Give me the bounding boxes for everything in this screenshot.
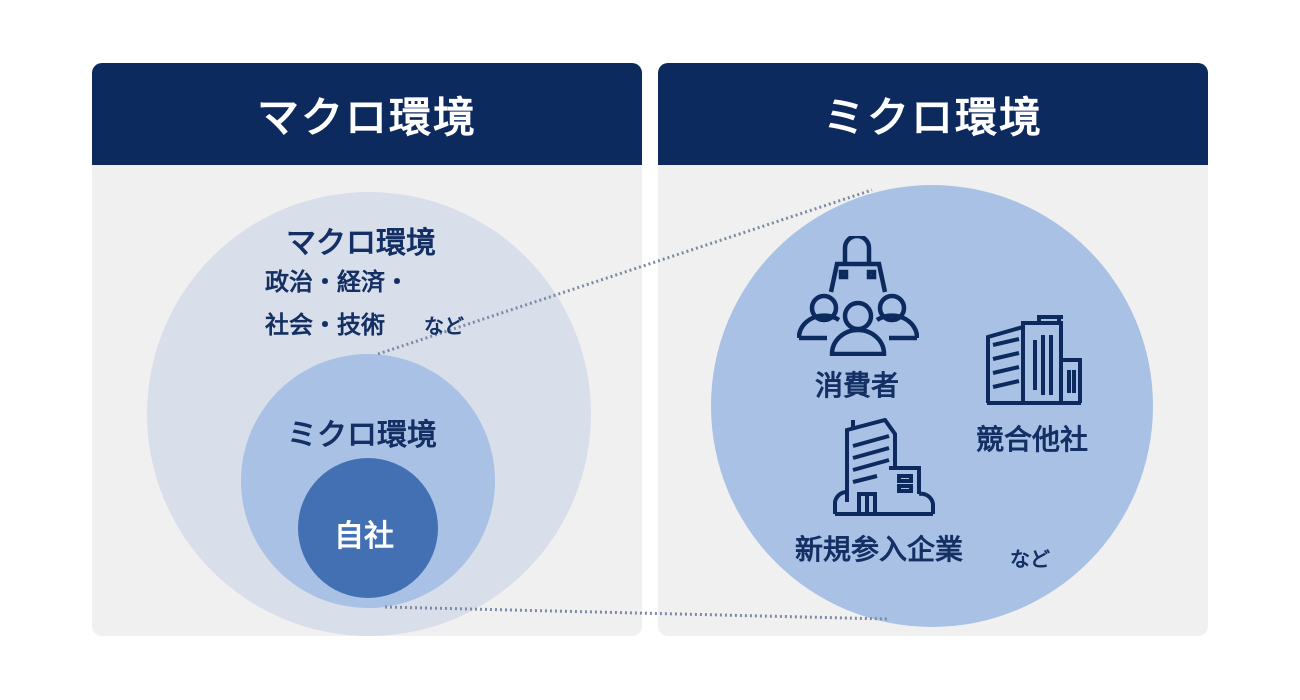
micro-panel-header: ミクロ環境 [658,63,1208,165]
consumers-shopping-bag-icon [797,236,919,356]
outer-circle-suffix: など [424,314,464,338]
new-entrants-label: 新規参入企業 [795,533,964,566]
zoom-dotted-line-bottom [384,605,889,621]
competitors-label: 競合他社 [976,423,1089,456]
middle-circle-title: ミクロ環境 [287,418,437,453]
own-company-circle [298,458,438,598]
own-company-label: 自社 [334,519,394,554]
micro-suffix: など [1010,547,1050,571]
outer-circle-title: マクロ環境 [286,226,436,261]
outer-circle-line1: 政治・経済・ [265,268,409,296]
consumers-label: 消費者 [815,369,900,402]
new-entrant-building-icon [833,418,935,516]
macro-panel-header: マクロ環境 [92,63,642,165]
competitor-buildings-icon [986,315,1082,405]
outer-circle-line2: 社会・技術 [265,311,385,339]
zoom-dotted-line-top [377,188,873,356]
